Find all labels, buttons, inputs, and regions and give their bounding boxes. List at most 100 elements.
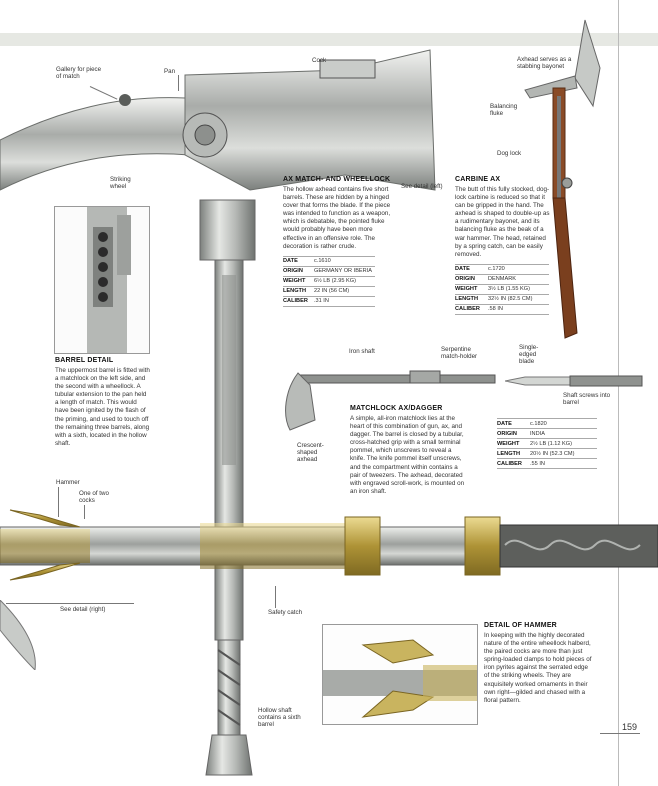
label-hollow-shaft: Hollow shaft contains a sixth barrel — [258, 707, 301, 728]
label-balancing-fluke: Balancing fluke — [490, 103, 518, 117]
label-see-detail-left: See detail (left) — [401, 183, 443, 190]
dagger-image — [504, 372, 645, 390]
label-pan: Pan — [164, 68, 176, 75]
barrel-detail-photo — [54, 206, 150, 354]
matchlock-ax-illustration — [285, 370, 496, 431]
leader-safety-catch — [275, 586, 276, 608]
label-gallery: Gallery for piece of match — [56, 66, 102, 80]
label-serpentine: Serpentine match-holder — [441, 346, 478, 360]
heading-carbine-ax: CARBINE AX — [455, 176, 501, 183]
spec-value: INDIA — [530, 428, 597, 439]
header-band — [0, 33, 658, 46]
blade-fragment — [0, 599, 36, 672]
halberd-illustration — [0, 509, 658, 581]
spec-key: LENGTH — [283, 285, 314, 297]
hammer-detail-illustration — [323, 625, 477, 724]
spec-value: 20½ IN (52.3 CM) — [530, 448, 597, 459]
label-safety-catch: Safety catch — [268, 609, 303, 616]
spec-value: DENMARK — [488, 273, 549, 285]
barrel-detail-illustration — [55, 207, 149, 353]
label-dog-lock: Dog lock — [497, 150, 522, 157]
spec-value: c.1610 — [313, 255, 375, 267]
label-see-detail-right: See detail (right) — [60, 606, 106, 613]
page-edge-rule — [618, 0, 619, 786]
spec-key: DATE — [455, 263, 488, 275]
label-cock: Cock — [312, 57, 327, 64]
heading-barrel-detail: BARREL DETAIL — [55, 357, 114, 364]
spec-key: CALIBER — [283, 295, 314, 307]
spec-value: .31 IN — [313, 295, 375, 307]
spec-value: 22 IN (56 CM) — [313, 285, 375, 297]
page-number: 159 — [622, 722, 638, 732]
spec-value: .55 IN — [530, 458, 597, 469]
spec-key: WEIGHT — [455, 283, 488, 295]
spec-key: ORIGIN — [283, 265, 314, 277]
ax-illustration — [0, 49, 436, 776]
leader-cocks — [84, 505, 85, 519]
body-matchlock-dagger: A simple, all-iron matchlock lies at the… — [350, 415, 465, 495]
section-detail-hammer: DETAIL OF HAMMER In keeping with the hig… — [484, 622, 594, 705]
spec-key: CALIBER — [455, 303, 488, 315]
label-iron-shaft: Iron shaft — [349, 348, 375, 355]
page-number-rule — [600, 733, 640, 734]
section-matchlock-dagger: MATCHLOCK AX/DAGGER A simple, all-iron m… — [350, 405, 468, 496]
blade-fragment-image — [0, 599, 40, 672]
heading-matchlock-dagger: MATCHLOCK AX/DAGGER — [350, 405, 443, 412]
spec-key: CALIBER — [497, 458, 530, 469]
spec-key: DATE — [497, 418, 530, 429]
body-carbine-ax: The butt of this fully stocked, dog-lock… — [455, 186, 550, 258]
spec-key: DATE — [283, 255, 314, 267]
spec-row: CALIBER.31 IN — [283, 295, 375, 307]
hammer-detail-photo — [322, 624, 478, 725]
spec-value: .58 IN — [488, 303, 549, 315]
spec-value: 32½ IN (82.5 CM) — [488, 293, 549, 305]
label-shaft-screws: Shaft screws into barrel — [563, 392, 611, 406]
spec-value: c.1820 — [530, 418, 597, 429]
spec-key: WEIGHT — [497, 438, 530, 449]
carbine-ax-image — [505, 18, 618, 348]
dagger-illustration — [504, 375, 643, 387]
heading-ax-match: AX MATCH- AND WHEELLOCK — [283, 176, 391, 183]
spec-key: ORIGIN — [497, 428, 530, 439]
spec-key: LENGTH — [497, 448, 530, 459]
leader-pan — [178, 75, 179, 91]
label-single-edged: Single-edged blade — [519, 344, 539, 365]
label-striking-wheel: Striking wheel — [110, 176, 131, 190]
label-one-of-two-cocks: One of two cocks — [79, 490, 109, 504]
spec-value: 3½ LB (1.55 KG) — [488, 283, 549, 295]
spec-row: CALIBER.58 IN — [455, 303, 549, 315]
spec-key: LENGTH — [455, 293, 488, 305]
body-barrel-detail: The uppermost barrel is fitted with a ma… — [55, 367, 150, 447]
label-hammer: Hammer — [56, 479, 80, 486]
section-barrel-detail: BARREL DETAIL The uppermost barrel is fi… — [55, 357, 151, 448]
label-axhead-bayonet: Axhead serves as a stabbing bayonet — [517, 56, 572, 70]
spec-key: WEIGHT — [283, 275, 314, 287]
body-ax-match: The hollow axhead contains five short ba… — [283, 186, 391, 250]
heading-detail-hammer: DETAIL OF HAMMER — [484, 622, 557, 629]
spec-value: 2½ LB (1.12 KG) — [530, 438, 597, 449]
bracket-see-detail-right — [6, 603, 134, 604]
section-carbine-ax: CARBINE AX The butt of this fully stocke… — [455, 176, 551, 315]
spec-value: 6½ LB (2.95 KG) — [313, 275, 375, 287]
label-crescent-axhead: Crescent-shaped axhead — [297, 442, 324, 463]
carbine-ax-illustration — [524, 19, 601, 339]
ax-match-wheellock-image — [0, 40, 440, 780]
section-ax-match: AX MATCH- AND WHEELLOCK The hollow axhea… — [283, 176, 393, 307]
matchlock-ax-image — [280, 365, 500, 435]
wheellock-halberd-image — [0, 505, 658, 585]
spec-value: GERMANY OR IBERIA — [313, 265, 375, 277]
